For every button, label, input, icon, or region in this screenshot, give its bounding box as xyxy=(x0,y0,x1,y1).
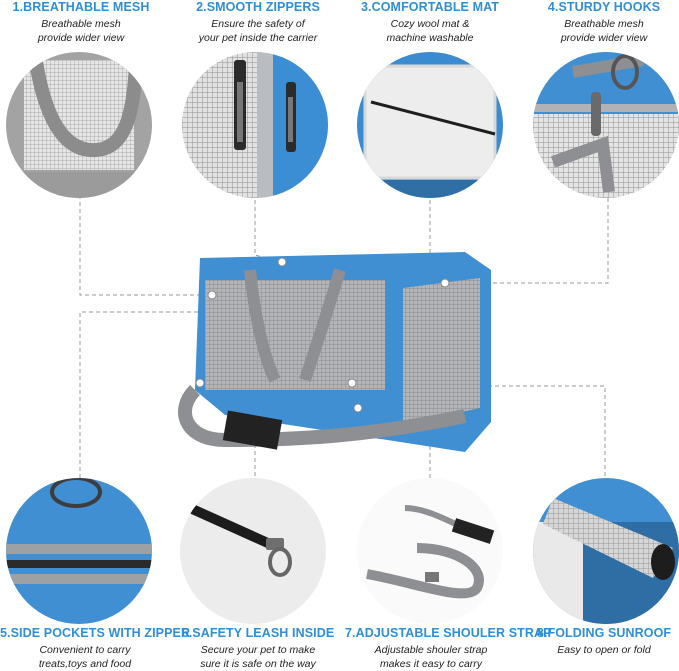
marker-dot-5 xyxy=(195,378,205,388)
feature-2: 2.SMOOTH ZIPPERS Ensure the safety of yo… xyxy=(178,0,338,45)
feature-7-title: 7.ADJUSTABLE SHOULER STRAP xyxy=(345,626,552,640)
shoulder-strap-closeup xyxy=(357,478,503,624)
feature-8: 8.FOLDING SUNROOF Easy to open or fold xyxy=(532,626,676,657)
side-pockets-closeup xyxy=(6,478,152,624)
feature-3: 3.COMFORTABLE MAT Cozy wool mat & machin… xyxy=(355,0,505,45)
pet-carrier-product xyxy=(165,240,495,460)
feature-1: 1.BREATHABLE MESH Breathable mesh provid… xyxy=(0,0,162,45)
marker-dot-7 xyxy=(347,378,357,388)
feature-7-desc: Adjustable shouler strap makes it easy t… xyxy=(374,644,488,670)
feature-5-title: 5.SIDE POCKETS WITH ZIPPER xyxy=(0,626,191,640)
marker-dot-2 xyxy=(277,257,287,267)
safety-leash-closeup xyxy=(180,478,326,624)
feature-6: 6.SAFETY LEASH INSIDE Secure your pet to… xyxy=(178,626,338,671)
feature-5: 5.SIDE POCKETS WITH ZIPPER Convenient to… xyxy=(0,626,191,671)
folding-sunroof-closeup xyxy=(533,478,679,624)
feature-8-desc: Easy to open or fold xyxy=(557,644,651,656)
smooth-zippers-closeup xyxy=(182,52,328,198)
sturdy-hooks-closeup xyxy=(533,52,679,198)
feature-3-title: 3.COMFORTABLE MAT xyxy=(360,0,500,14)
feature-1-desc: Breathable mesh provide wider view xyxy=(37,18,125,44)
feature-4-title: 4.STURDY HOOKS xyxy=(547,0,661,14)
marker-dot-1 xyxy=(207,290,217,300)
breathable-mesh-closeup xyxy=(6,52,152,198)
feature-4-desc: Breathable mesh provide wider view xyxy=(560,18,648,44)
comfortable-mat-closeup xyxy=(357,52,503,198)
marker-dot-3 xyxy=(440,278,450,288)
feature-2-title: 2.SMOOTH ZIPPERS xyxy=(196,0,320,14)
feature-4: 4.STURDY HOOKS Breathable mesh provide w… xyxy=(532,0,676,45)
feature-1-title: 1.BREATHABLE MESH xyxy=(12,0,150,14)
feature-3-desc: Cozy wool mat & machine washable xyxy=(386,18,474,44)
feature-6-desc: Secure your pet to make sure it is safe … xyxy=(200,644,316,670)
marker-dot-6 xyxy=(353,403,363,413)
feature-2-desc: Ensure the safety of your pet inside the… xyxy=(198,18,318,44)
feature-5-desc: Convenient to carry treats,toys and food xyxy=(38,644,132,670)
feature-7: 7.ADJUSTABLE SHOULER STRAP Adjustable sh… xyxy=(345,626,552,671)
feature-6-title: 6.SAFETY LEASH INSIDE xyxy=(181,626,335,640)
feature-8-title: 8.FOLDING SUNROOF xyxy=(536,626,672,640)
